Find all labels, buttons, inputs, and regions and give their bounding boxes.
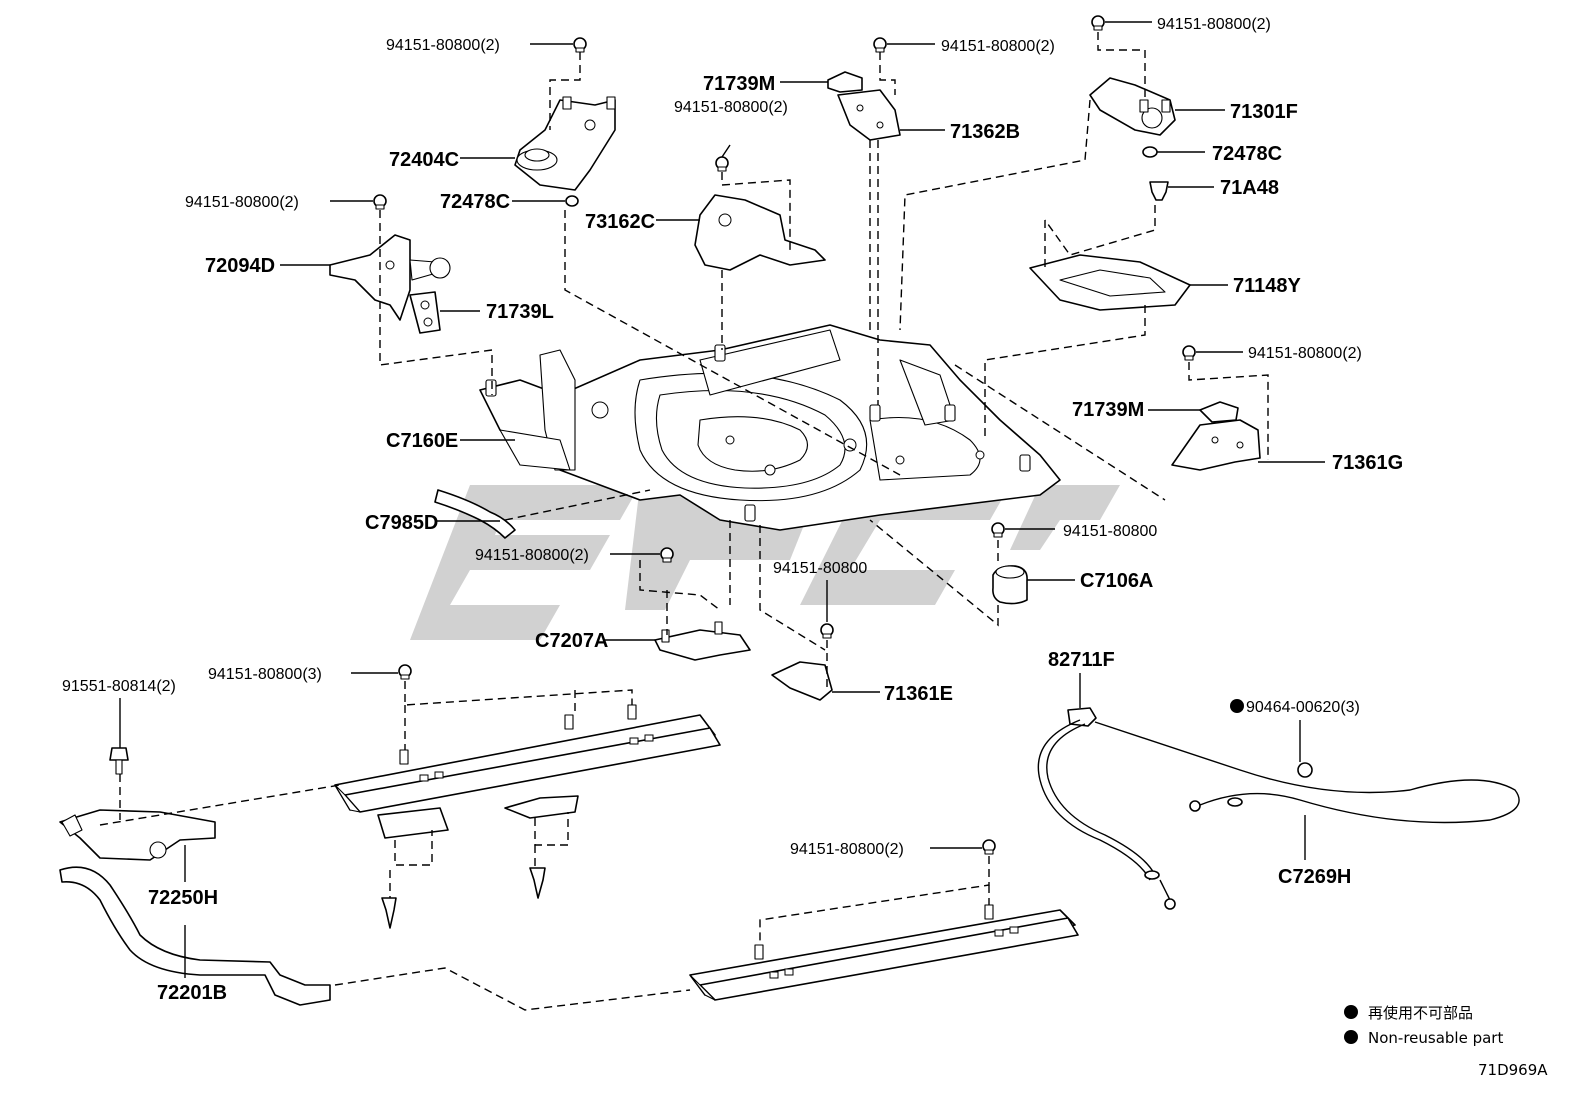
bolt-nut-icon bbox=[820, 623, 834, 639]
leader-lines bbox=[119, 21, 1325, 978]
seat-track-left bbox=[334, 704, 721, 813]
part-label: 71361E bbox=[884, 683, 953, 705]
bracket-71362B bbox=[837, 89, 901, 141]
part-label: 72201B bbox=[157, 982, 227, 1004]
part-label: 82711F bbox=[1048, 649, 1115, 671]
bracket-72404C bbox=[514, 96, 616, 191]
part-labels: 94151-80800(2) 72404C 94151-80800(2) 724… bbox=[62, 16, 1403, 1004]
bracket-track-mid bbox=[377, 795, 579, 839]
legend-en: Non-reusable part bbox=[1368, 1029, 1503, 1047]
part-label: 71739M bbox=[1072, 399, 1144, 421]
bushing-C7106A bbox=[992, 565, 1028, 605]
cover-73162C bbox=[694, 194, 826, 271]
part-label: 94151-80800(2) bbox=[790, 841, 904, 858]
part-label: 94151-80800(2) bbox=[674, 99, 788, 116]
part-label: C7269H bbox=[1278, 866, 1351, 888]
part-label: 71739M bbox=[703, 73, 775, 95]
part-label: 73162C bbox=[585, 211, 655, 233]
bolt-nut-icon bbox=[573, 37, 587, 53]
part-label: 94151-80800(2) bbox=[475, 547, 589, 564]
legend-jp: 再使用不可部品 bbox=[1368, 1004, 1473, 1022]
part-label: 94151-80800(2) bbox=[941, 38, 1055, 55]
diagram-id: 71D969A bbox=[1478, 1061, 1548, 1079]
bracket-71361G bbox=[1171, 419, 1261, 471]
bracket-C7207A bbox=[654, 621, 751, 661]
clip-71739M-top bbox=[827, 71, 863, 93]
part-label: 72404C bbox=[389, 149, 459, 171]
bolt-nut-icon bbox=[660, 547, 674, 563]
bracket-72094D bbox=[329, 234, 451, 321]
part-label: 91551-80814(2) bbox=[62, 678, 176, 695]
bolt-nut-icon bbox=[715, 156, 729, 172]
part-label: 71739L bbox=[486, 301, 554, 323]
part-label: 94151-80800(2) bbox=[1157, 16, 1271, 33]
part-label: 90464-00620(3) bbox=[1246, 699, 1360, 716]
part-label: 71362B bbox=[950, 121, 1020, 143]
legend: 再使用不可部品 Non-reusable part bbox=[1344, 1004, 1503, 1047]
part-label: 71A48 bbox=[1220, 177, 1279, 199]
cable-C7985D bbox=[434, 489, 516, 539]
part-label: 94151-80800(2) bbox=[1248, 345, 1362, 362]
part-label: C7160E bbox=[386, 430, 458, 452]
bracket-71361E bbox=[771, 661, 833, 701]
bolt-nut-icon bbox=[1091, 15, 1105, 31]
non-reusable-marker bbox=[1344, 1030, 1358, 1044]
clip-71A48 bbox=[1149, 181, 1169, 201]
bolt-nut-icon bbox=[982, 839, 996, 855]
non-reusable-marker bbox=[1344, 1005, 1358, 1019]
cable-C7269H bbox=[1037, 719, 1520, 910]
nut-72478C-right bbox=[1142, 146, 1158, 158]
bolt-icon-91551 bbox=[109, 747, 129, 775]
part-label: C7985D bbox=[365, 512, 438, 534]
seat-track-right bbox=[689, 904, 1079, 1001]
part-label: 72094D bbox=[205, 255, 275, 277]
bolt-nut-icon bbox=[373, 194, 387, 210]
trim-71148Y bbox=[1029, 254, 1191, 311]
bolt-nut-icon bbox=[398, 664, 412, 680]
assembly-dashed-lines bbox=[99, 32, 1269, 1011]
clamp-90464 bbox=[1297, 762, 1313, 778]
seat-frame-C7160E bbox=[479, 324, 1061, 531]
clip-icon bbox=[381, 867, 546, 929]
part-label: 72478C bbox=[440, 191, 510, 213]
nut-72478C-left bbox=[565, 195, 579, 207]
part-label: 94151-80800(2) bbox=[386, 37, 500, 54]
bracket-71301F bbox=[1089, 77, 1176, 136]
part-label: 72250H bbox=[148, 887, 218, 909]
part-label: C7207A bbox=[535, 630, 608, 652]
part-label: 71361G bbox=[1332, 452, 1403, 474]
clip-71739M-right bbox=[1199, 401, 1239, 423]
non-reusable-marker bbox=[1230, 699, 1244, 713]
part-label: 94151-80800 bbox=[1063, 523, 1157, 540]
part-label: 94151-80800 bbox=[773, 560, 867, 577]
part-label: 94151-80800(3) bbox=[208, 666, 322, 683]
bolt-nut-icon bbox=[873, 37, 887, 53]
bolt-nut-icon bbox=[1182, 345, 1196, 361]
bracket-71739L bbox=[409, 291, 441, 334]
part-label: 94151-80800(2) bbox=[185, 194, 299, 211]
lever-72250H bbox=[59, 809, 216, 861]
part-label: 71148Y bbox=[1233, 275, 1302, 297]
bolt-nut-icon bbox=[991, 522, 1005, 538]
part-label: C7106A bbox=[1080, 570, 1153, 592]
towel-bar-72201B bbox=[59, 866, 331, 1006]
part-label: 72478C bbox=[1212, 143, 1282, 165]
part-label: 71301F bbox=[1230, 101, 1298, 123]
